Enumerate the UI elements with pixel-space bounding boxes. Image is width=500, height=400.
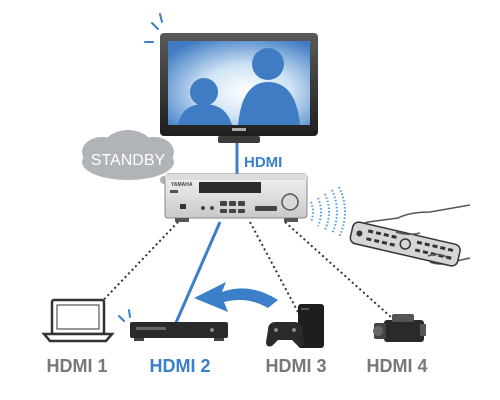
tv-stand xyxy=(218,136,260,143)
remote-control-icon xyxy=(349,204,471,267)
remote-signal-icon xyxy=(310,186,346,238)
standby-cloud-icon: STANDBY xyxy=(82,130,175,189)
laptop-icon xyxy=(41,298,115,343)
label-hdmi-2: HDMI 2 xyxy=(149,356,210,376)
cable-hdmi-1 xyxy=(91,221,179,313)
hdmi-out-label: HDMI xyxy=(244,154,282,171)
input-labels: HDMI 1 HDMI 2 HDMI 3 HDMI 4 xyxy=(46,356,427,376)
cable-hdmi-4 xyxy=(284,221,393,319)
cable-hdmi-3 xyxy=(249,221,299,313)
standby-label: STANDBY xyxy=(91,152,166,169)
cable-hdmi-2 xyxy=(173,221,222,326)
switch-arrow-icon xyxy=(194,282,278,312)
receiver-display xyxy=(199,182,261,193)
volume-knob xyxy=(281,193,299,211)
receiver-icon: YAMAHA xyxy=(164,173,308,222)
label-hdmi-1: HDMI 1 xyxy=(46,356,107,376)
receiver-brand: YAMAHA xyxy=(171,182,193,188)
label-hdmi-4: HDMI 4 xyxy=(366,356,427,376)
blu-ray-player-icon xyxy=(118,309,228,341)
game-console-icon xyxy=(266,304,324,348)
tv-icon xyxy=(144,13,318,143)
tv-power-glow xyxy=(144,13,163,43)
camcorder-icon xyxy=(373,314,426,342)
connection-lines xyxy=(91,221,393,326)
player-active-glow xyxy=(118,309,131,322)
label-hdmi-3: HDMI 3 xyxy=(265,356,326,376)
people-silhouette xyxy=(178,48,300,125)
